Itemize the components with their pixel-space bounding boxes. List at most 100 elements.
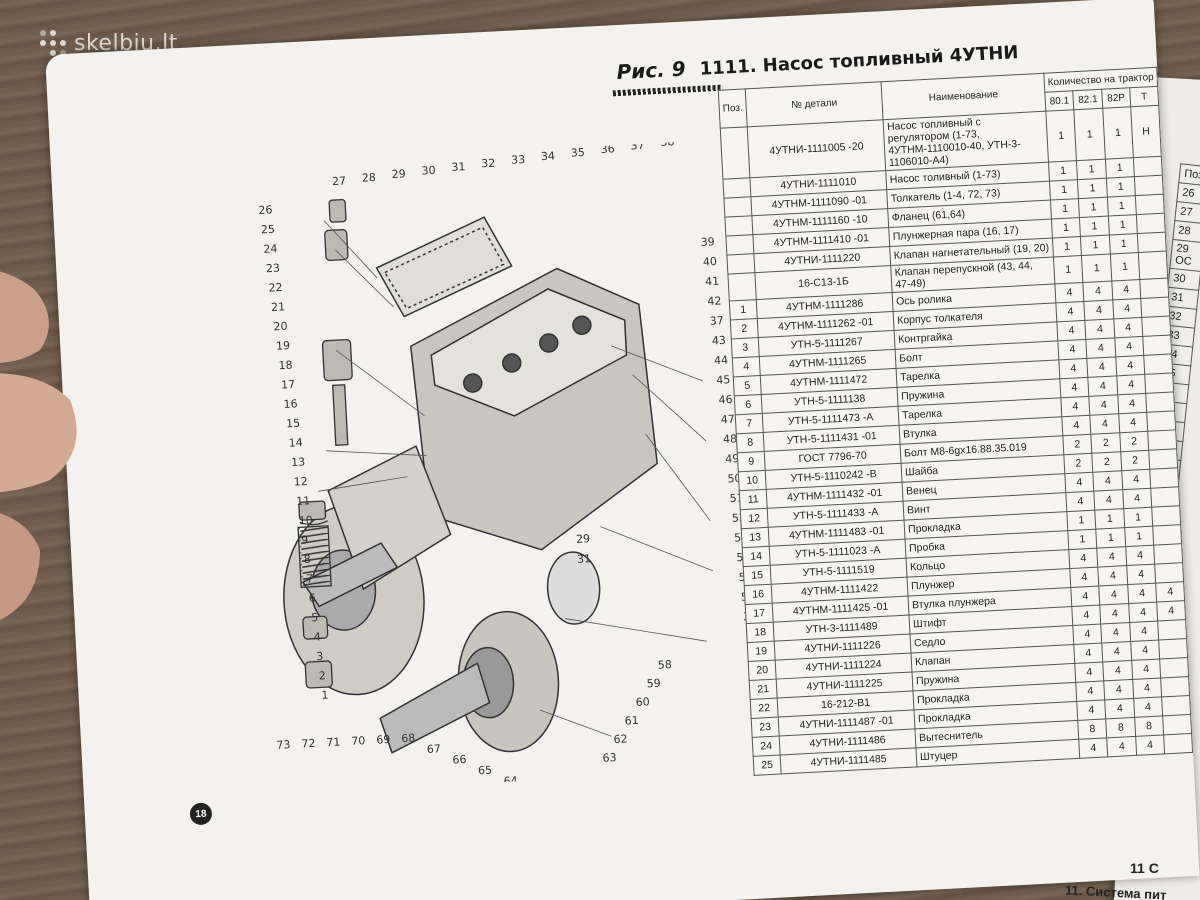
leader-lines (318, 220, 714, 737)
cell-qty: 4 (1083, 280, 1113, 302)
cell-qty: 1 (1079, 216, 1110, 237)
cell-qty: 4 (1103, 660, 1133, 681)
cell-qty (1147, 429, 1177, 451)
cell-qty (1150, 486, 1180, 508)
cell-qty: 1 (1106, 176, 1136, 198)
cell-qty (1145, 391, 1175, 413)
cell-pos: 16 (744, 584, 773, 605)
callout-label: 30 (421, 164, 436, 178)
callout-label: 31 (577, 552, 592, 566)
callout-label: 11 (296, 494, 311, 508)
cell-qty: 4 (1097, 546, 1127, 568)
cell-pos: 18 (746, 622, 775, 643)
header-model: Т (1129, 86, 1159, 107)
cell-qty (1151, 505, 1181, 527)
callout-label: 39 (700, 235, 715, 249)
cell-qty: 1 (1078, 197, 1109, 218)
cell-qty (1144, 372, 1174, 394)
cell-qty (1134, 175, 1164, 196)
cell-qty: 2 (1119, 431, 1149, 452)
cell-qty: 1 (1076, 159, 1107, 180)
callout-label: 27 (332, 174, 347, 188)
cell-qty (1136, 213, 1166, 234)
cell-qty: 4 (1121, 469, 1151, 490)
cell-pos: 5 (733, 375, 762, 396)
cell-qty: 4 (1075, 680, 1106, 702)
cell-qty: 1 (1048, 160, 1078, 182)
cell-qty: 2 (1063, 453, 1094, 474)
callout-label: 65 (478, 764, 493, 778)
cell-qty: 4 (1086, 337, 1116, 359)
callouts-left: 2625242322212019181716151413121110987654… (258, 203, 329, 702)
pump-body (375, 216, 659, 551)
callout-label: 36 (600, 142, 615, 156)
cell-qty: 4 (1071, 605, 1102, 626)
cell-qty: 1 (1095, 508, 1125, 530)
callout-label: 42 (707, 294, 722, 308)
cell-pos (726, 253, 755, 275)
callout-label: 20 (273, 320, 288, 334)
cell-qty: 4 (1074, 661, 1105, 683)
cell-qty: 2 (1091, 432, 1121, 454)
cell-qty: 4 (1114, 336, 1144, 357)
cell-qty (1141, 315, 1171, 337)
cell-pos: 24 (752, 736, 781, 757)
callout-label: 22 (268, 281, 283, 295)
callout-label: 23 (266, 262, 281, 276)
cell-pos: 1 (729, 299, 758, 320)
cell-qty (1160, 676, 1190, 697)
cell-pos: 15 (743, 565, 772, 586)
cell-qty: 1 (1105, 157, 1135, 179)
cell-pos: 6 (734, 394, 763, 415)
cell-qty: 4 (1112, 298, 1142, 319)
cell-pos (725, 234, 754, 256)
cell-qty: 4 (1087, 356, 1117, 378)
cell-qty: 1 (1066, 510, 1097, 531)
cell-pos: 11 (739, 489, 768, 510)
cell-qty: 2 (1120, 450, 1150, 471)
cell-qty (1140, 297, 1170, 318)
cell-pos: 13 (741, 527, 770, 548)
callout-label: 5 (311, 611, 319, 624)
callout-label: 73 (276, 738, 291, 752)
callout-label: 46 (718, 393, 733, 407)
hand (0, 271, 77, 620)
cell-qty: 4 (1093, 470, 1123, 492)
callout-label: 72 (301, 737, 316, 751)
cell-qty: 4 (1131, 658, 1161, 680)
cell-qty: 1 (1109, 233, 1139, 255)
callout-label: 68 (401, 732, 416, 746)
cell-pos: 25 (753, 754, 782, 776)
cell-qty: 4 (1113, 317, 1143, 338)
cell-qty: 4 (1064, 472, 1095, 493)
cell-qty: 4 (1135, 734, 1165, 756)
callout-label: 12 (293, 475, 308, 489)
cell-qty: 4 (1126, 564, 1156, 585)
cell-qty: 4 (1122, 488, 1152, 509)
header-model: 80.1 (1044, 90, 1075, 112)
cell-qty: 8 (1134, 715, 1164, 737)
callout-label: 70 (351, 734, 366, 748)
cell-qty (1159, 657, 1189, 678)
cell-pos (723, 196, 752, 218)
cell-qty: 8 (1106, 717, 1136, 738)
cell-qty (1163, 733, 1193, 754)
cell-qty (1161, 695, 1191, 716)
cell-qty: 4 (1116, 374, 1146, 395)
cell-qty: 4 (1070, 586, 1101, 607)
cell-qty: 4 (1072, 624, 1103, 645)
footer-page-ref: 11 С (1130, 860, 1159, 876)
cell-qty: 4 (1099, 584, 1129, 606)
cell-qty: 4 (1088, 375, 1118, 397)
cell-qty: 4 (1060, 396, 1091, 417)
cell-qty: 1 (1052, 236, 1082, 258)
cell-pos: 19 (747, 641, 776, 662)
cell-qty: 4 (1125, 545, 1155, 566)
cell-qty (1158, 638, 1188, 659)
dots-logo-icon (40, 30, 66, 56)
callout-label: 19 (276, 339, 291, 353)
cell-pos: 17 (745, 603, 774, 624)
drive-gear (379, 551, 601, 754)
header-model: 82.1 (1073, 89, 1103, 110)
